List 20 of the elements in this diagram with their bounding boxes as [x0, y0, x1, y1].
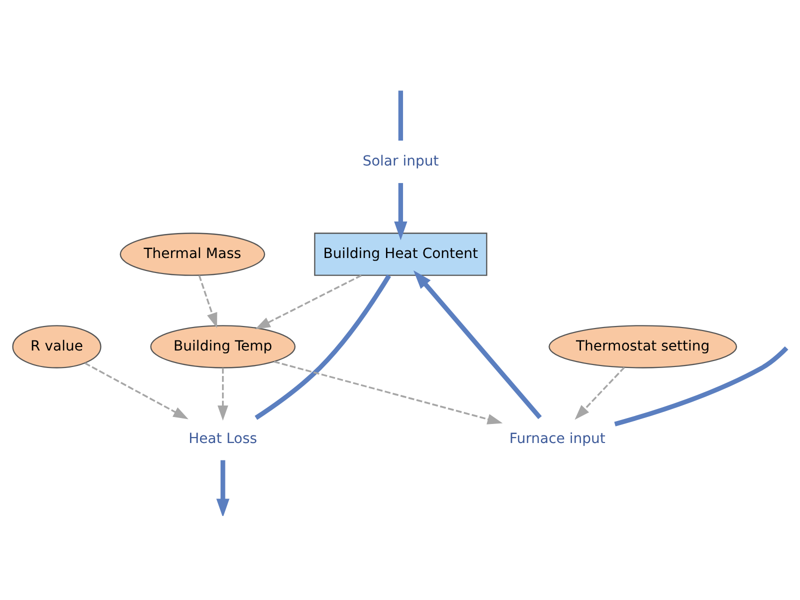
arrow — [218, 367, 228, 420]
node-ellipse: Building Temp — [150, 324, 296, 368]
arrow — [198, 274, 218, 328]
arrow — [84, 362, 188, 419]
node-text: Solar input — [362, 153, 439, 170]
node-box: Building Heat Content — [314, 232, 488, 276]
connector — [254, 274, 391, 420]
arrow — [574, 366, 625, 420]
arrow — [255, 274, 362, 329]
arrow — [274, 360, 503, 424]
connector — [398, 90, 404, 140]
arrow — [216, 460, 230, 516]
connector — [614, 346, 788, 426]
node-ellipse: R value — [12, 324, 102, 368]
node-ellipse: Thermal Mass — [120, 232, 266, 276]
node-text: Furnace input — [509, 430, 606, 446]
node-text: Heat Loss — [188, 430, 258, 446]
arrow — [413, 270, 542, 419]
arrow — [394, 182, 408, 240]
node-ellipse: Thermostat setting — [548, 324, 738, 368]
